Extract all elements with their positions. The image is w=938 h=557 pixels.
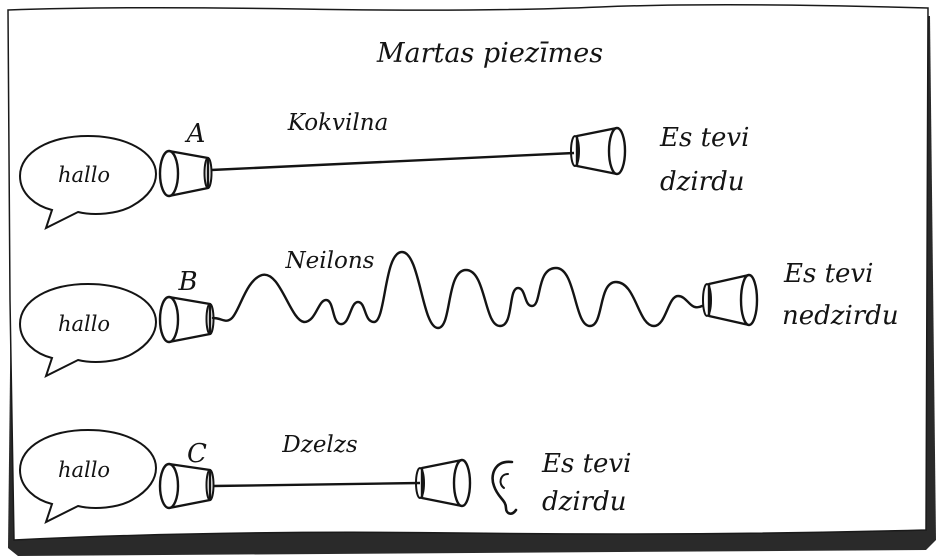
- speech-text-c: hallo: [58, 458, 110, 482]
- ear-icon: [491, 460, 518, 515]
- material-label-a: Kokvilna: [287, 110, 389, 136]
- cup-icon: [415, 458, 472, 508]
- speech-text-a: hallo: [58, 163, 110, 187]
- speech-bubble-a: hallo: [18, 134, 158, 230]
- row-b: hallo B Neilons Es tevi nedzirdu: [18, 248, 899, 378]
- string-nylon: [211, 250, 704, 330]
- material-label-b: Neilons: [285, 248, 375, 274]
- material-label-c: Dzelzs: [281, 432, 358, 458]
- cup-icon: [158, 295, 215, 344]
- label-letter-b: B: [177, 267, 197, 297]
- cup-icon: [158, 462, 215, 510]
- result-text-b-line1: Es tevi: [783, 259, 873, 289]
- cup-icon: [570, 126, 627, 176]
- cup-icon: [158, 149, 213, 198]
- speech-text-b: hallo: [58, 312, 110, 336]
- result-text-c-line1: Es tevi: [541, 449, 631, 479]
- label-letter-a: A: [185, 119, 206, 149]
- speech-bubble-b: hallo: [18, 282, 158, 378]
- string-cotton: [210, 151, 575, 172]
- speech-bubble-c: hallo: [18, 428, 158, 524]
- label-letter-c: C: [187, 439, 207, 469]
- result-text-a-line1: Es tevi: [659, 123, 749, 153]
- paper-background: [7, 3, 929, 541]
- result-text-b-line2: nedzirdu: [782, 301, 899, 331]
- paper-sheet: [7, 3, 936, 556]
- cup-icon: [702, 273, 759, 327]
- string-iron: [212, 481, 421, 488]
- row-a: hallo A Kokvilna Es tevi dzirdu: [18, 110, 749, 230]
- row-c: hallo C Dzelzs Es tevi dzirdu: [18, 428, 631, 524]
- result-text-c-line2: dzirdu: [542, 487, 626, 517]
- page-title: Martas piezīmes: [376, 38, 603, 69]
- result-text-a-line2: dzirdu: [660, 167, 744, 197]
